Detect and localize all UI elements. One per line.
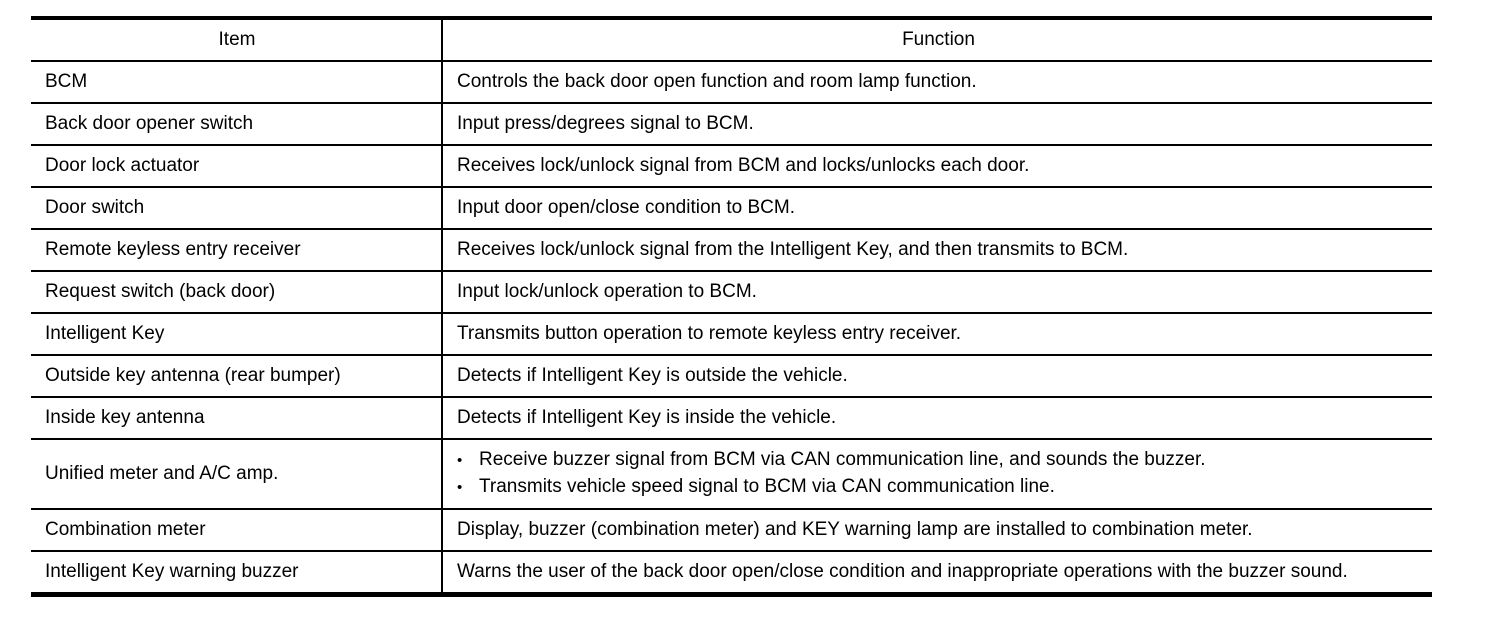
table-row: Unified meter and A/C amp. • Receive buzze… bbox=[31, 438, 1432, 510]
function-text: Detects if Intelligent Key is inside the… bbox=[457, 407, 837, 428]
item-cell: Request switch (back door) bbox=[31, 270, 443, 314]
function-cell: • Receive buzzer signal from BCM via CAN … bbox=[441, 438, 1432, 510]
item-cell: Inside key antenna bbox=[31, 396, 443, 440]
function-text: Input lock/unlock operation to BCM. bbox=[457, 281, 757, 302]
function-cell: Controls the back door open function and… bbox=[441, 60, 1432, 104]
table-row: Combination meter Display, buzzer (combin… bbox=[31, 508, 1432, 552]
item-cell: Remote keyless entry receiver bbox=[31, 228, 443, 272]
item-cell: Door switch bbox=[31, 186, 443, 230]
item-cell: Unified meter and A/C amp. bbox=[31, 438, 443, 510]
function-cell: Input lock/unlock operation to BCM. bbox=[441, 270, 1432, 314]
function-text: Receive buzzer signal from BCM via CAN c… bbox=[479, 449, 1206, 470]
table-row: Inside key antenna Detects if Intelligent… bbox=[31, 396, 1432, 440]
item-cell: Combination meter bbox=[31, 508, 443, 552]
function-cell: Transmits button operation to remote key… bbox=[441, 312, 1432, 356]
function-text: Transmits vehicle speed signal to BCM vi… bbox=[479, 476, 1055, 497]
item-function-table: Item Function BCM Controls the back door … bbox=[31, 16, 1432, 597]
item-cell: Outside key antenna (rear bumper) bbox=[31, 354, 443, 398]
column-header-item: Item bbox=[31, 17, 443, 62]
table-row: Outside key antenna (rear bumper) Detects… bbox=[31, 354, 1432, 398]
table-body: BCM Controls the back door open function … bbox=[31, 60, 1432, 596]
function-cell: Input door open/close condition to BCM. bbox=[441, 186, 1432, 230]
item-cell: Back door opener switch bbox=[31, 102, 443, 146]
table-header-row: Item Function bbox=[31, 17, 1432, 62]
table-row: Remote keyless entry receiver Receives lo… bbox=[31, 228, 1432, 272]
function-cell: Warns the user of the back door open/clo… bbox=[441, 550, 1432, 596]
function-cell: Receives lock/unlock signal from BCM and… bbox=[441, 144, 1432, 188]
function-text: Receives lock/unlock signal from BCM and… bbox=[457, 155, 1030, 176]
item-cell: BCM bbox=[31, 60, 443, 104]
table-row: Intelligent Key Transmits button operatio… bbox=[31, 312, 1432, 356]
function-cell: Detects if Intelligent Key is inside the… bbox=[441, 396, 1432, 440]
table-row: Door switch Input door open/close conditi… bbox=[31, 186, 1432, 230]
function-cell: Receives lock/unlock signal from the Int… bbox=[441, 228, 1432, 272]
function-text: Warns the user of the back door open/clo… bbox=[457, 561, 1348, 582]
function-text: Receives lock/unlock signal from the Int… bbox=[457, 239, 1129, 260]
table-header: Item Function bbox=[31, 17, 1432, 62]
item-cell: Door lock actuator bbox=[31, 144, 443, 188]
function-cell: Detects if Intelligent Key is outside th… bbox=[441, 354, 1432, 398]
table-row: Door lock actuator Receives lock/unlock s… bbox=[31, 144, 1432, 188]
function-text: Controls the back door open function and… bbox=[457, 71, 977, 92]
function-text: Detects if Intelligent Key is outside th… bbox=[457, 365, 848, 386]
column-header-function: Function bbox=[441, 17, 1432, 62]
bullet-icon: • bbox=[457, 479, 463, 496]
function-cell: Display, buzzer (combination meter) and … bbox=[441, 508, 1432, 552]
table-row: Request switch (back door) Input lock/unl… bbox=[31, 270, 1432, 314]
bullet-icon: • bbox=[457, 452, 463, 469]
item-cell: Intelligent Key warning buzzer bbox=[31, 550, 443, 596]
table-row: BCM Controls the back door open function … bbox=[31, 60, 1432, 104]
function-text: Input press/degrees signal to BCM. bbox=[457, 113, 754, 134]
function-text: Transmits button operation to remote key… bbox=[457, 323, 962, 344]
function-text: Input door open/close condition to BCM. bbox=[457, 197, 795, 218]
table-row: Intelligent Key warning buzzer Warns the … bbox=[31, 550, 1432, 596]
table-row: Back door opener switch Input press/degre… bbox=[31, 102, 1432, 146]
function-text: Display, buzzer (combination meter) and … bbox=[457, 519, 1253, 540]
item-cell: Intelligent Key bbox=[31, 312, 443, 356]
function-cell: Input press/degrees signal to BCM. bbox=[441, 102, 1432, 146]
